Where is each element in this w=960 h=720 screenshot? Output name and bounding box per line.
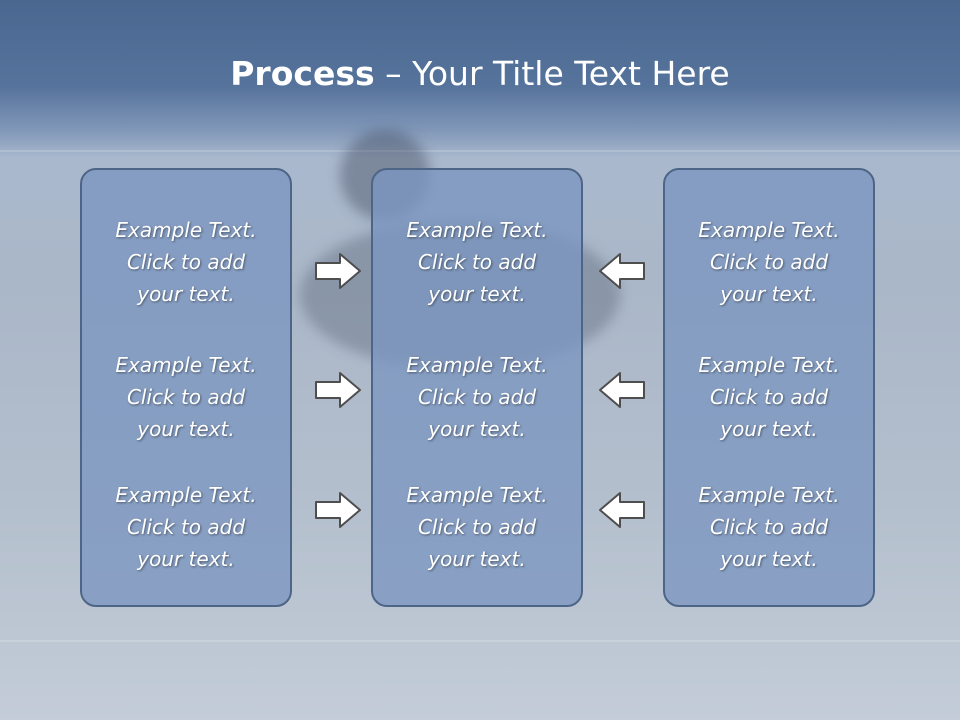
item-line: your text. [137,282,235,306]
left-arrow-icon [599,253,645,289]
title-bold-part: Process [230,54,375,93]
text-item[interactable]: Example Text. Click to add your text. [82,349,290,445]
item-line: your text. [137,547,235,571]
item-line: Example Text. [115,483,257,507]
item-line: Example Text. [406,483,548,507]
right-panel[interactable]: Example Text. Click to add your text. Ex… [663,168,875,607]
water-highlight [0,150,960,152]
center-panel[interactable]: Example Text. Click to add your text. Ex… [371,168,583,607]
left-arrow-icon [599,372,645,408]
right-arrow-icon [315,253,361,289]
left-panel[interactable]: Example Text. Click to add your text. Ex… [80,168,292,607]
item-line: your text. [720,417,818,441]
right-arrow-icon [315,492,361,528]
item-line: Click to add [709,515,829,539]
item-line: Click to add [417,515,537,539]
item-line: your text. [428,417,526,441]
item-line: Click to add [417,385,537,409]
item-line: your text. [720,547,818,571]
right-arrow-icon [315,372,361,408]
item-line: Click to add [126,250,246,274]
text-item[interactable]: Example Text. Click to add your text. [373,214,581,310]
item-line: Example Text. [698,483,840,507]
item-line: Click to add [709,385,829,409]
title-rest-part: – Your Title Text Here [374,54,730,93]
item-line: Click to add [126,515,246,539]
item-line: Example Text. [115,353,257,377]
water-highlight [0,640,960,642]
text-item[interactable]: Example Text. Click to add your text. [665,349,873,445]
item-line: Click to add [417,250,537,274]
item-line: Example Text. [115,218,257,242]
left-arrow-icon [599,492,645,528]
item-line: your text. [137,417,235,441]
item-line: your text. [720,282,818,306]
text-item[interactable]: Example Text. Click to add your text. [665,479,873,575]
item-line: Example Text. [698,218,840,242]
text-item[interactable]: Example Text. Click to add your text. [373,479,581,575]
item-line: Example Text. [406,218,548,242]
item-line: Example Text. [698,353,840,377]
item-line: your text. [428,282,526,306]
text-item[interactable]: Example Text. Click to add your text. [373,349,581,445]
slide-title[interactable]: Process – Your Title Text Here [0,54,960,93]
text-item[interactable]: Example Text. Click to add your text. [82,214,290,310]
text-item[interactable]: Example Text. Click to add your text. [82,479,290,575]
item-line: Click to add [126,385,246,409]
text-item[interactable]: Example Text. Click to add your text. [665,214,873,310]
item-line: Click to add [709,250,829,274]
item-line: your text. [428,547,526,571]
item-line: Example Text. [406,353,548,377]
